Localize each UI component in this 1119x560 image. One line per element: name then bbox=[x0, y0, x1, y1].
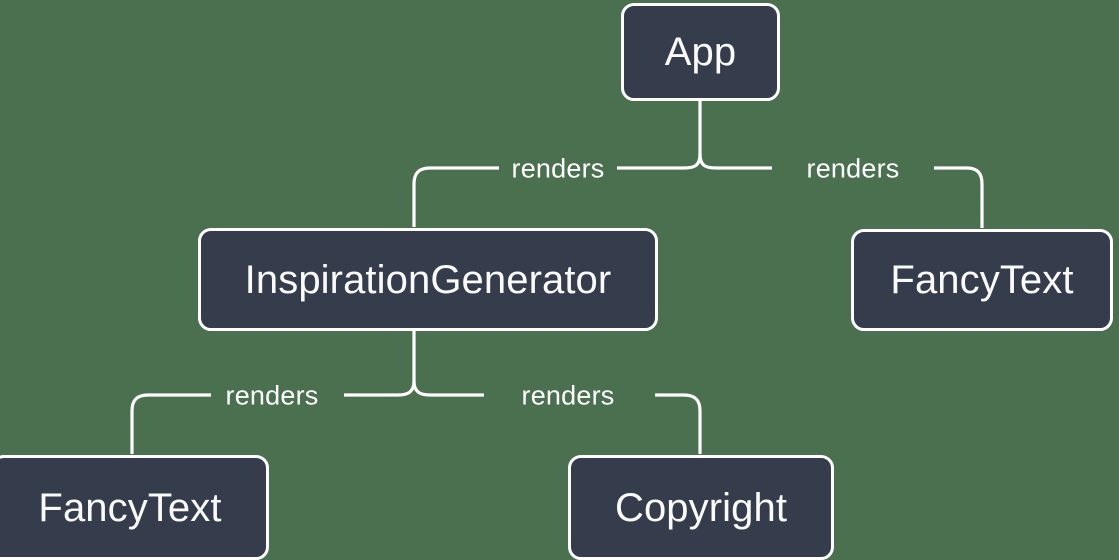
node-inspiration-generator-label: InspirationGenerator bbox=[244, 257, 612, 302]
edge-label-app-to-fancy-text: renders bbox=[806, 153, 900, 184]
node-fancy-text-left-label: FancyText bbox=[38, 485, 222, 530]
edge-inspgen-to-copyright bbox=[412, 380, 484, 397]
edge-app-to-fancy-right bbox=[698, 153, 772, 170]
edge-app-to-inspgen bbox=[617, 153, 702, 170]
edge-app-to-inspgen-tail bbox=[412, 166, 499, 227]
node-app-label: App bbox=[664, 30, 737, 74]
node-copyright[interactable]: Copyright bbox=[568, 455, 834, 560]
edge-label-app-to-inspiration-generator: renders bbox=[511, 153, 605, 184]
edge-label-inspiration-generator-to-copyright: renders bbox=[521, 380, 615, 411]
node-fancy-text-right-label: FancyText bbox=[890, 258, 1074, 302]
node-app[interactable]: App bbox=[621, 3, 780, 101]
node-fancy-text-left[interactable]: FancyText bbox=[0, 455, 269, 560]
edge-app-to-fancy-right-tail bbox=[934, 166, 984, 228]
edge-inspgen-to-fancy-left bbox=[344, 380, 416, 397]
edge-label-inspiration-generator-to-fancy-text: renders bbox=[225, 380, 319, 411]
node-fancy-text-right[interactable]: FancyText bbox=[851, 229, 1113, 331]
node-copyright-label: Copyright bbox=[614, 485, 788, 530]
edge-inspgen-to-fancy-left-tail bbox=[130, 393, 211, 454]
node-inspiration-generator[interactable]: InspirationGenerator bbox=[198, 228, 658, 331]
edge-inspgen-to-copyright-tail bbox=[655, 393, 702, 454]
